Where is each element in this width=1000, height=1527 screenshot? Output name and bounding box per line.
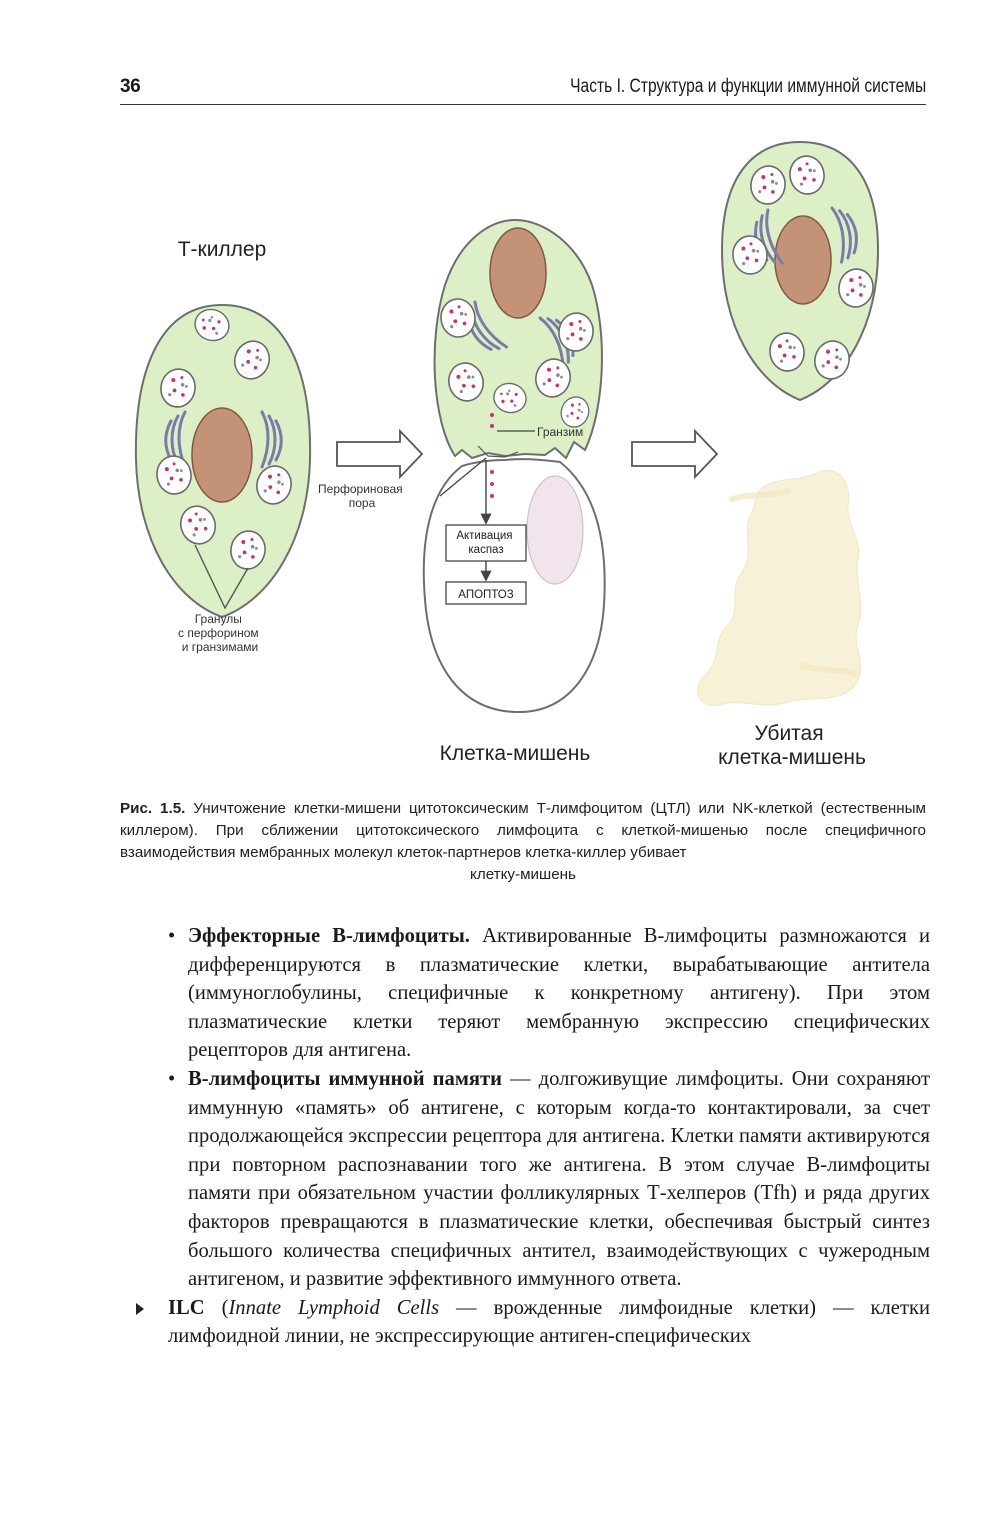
label-pore: Перфориновая пора bbox=[318, 482, 406, 510]
running-head: 36 Часть I. Структура и функции иммунной… bbox=[120, 74, 926, 105]
triangle-bullet-icon bbox=[136, 1302, 144, 1315]
killer-cell bbox=[134, 303, 312, 619]
label-killer: Т-киллер bbox=[178, 238, 267, 261]
figure-caption: Рис. 1.5. Уничтожение клетки-мишени цито… bbox=[120, 798, 926, 886]
caption-last-line: клетку-мишень bbox=[470, 866, 576, 883]
label-granules: Гранулы с перфорином и гранзимами bbox=[178, 612, 262, 654]
bullet-dot-icon: • bbox=[168, 1067, 176, 1090]
paragraph-memory: — долгоживущие лимфоциты. Они сохраняют … bbox=[188, 1067, 931, 1291]
granzyme-particles bbox=[490, 413, 494, 498]
arrow-right-1 bbox=[336, 428, 424, 480]
caption-text: Уничтожение клетки-мишени цитотоксически… bbox=[120, 800, 926, 861]
paragraph-effector: Активированные B-лимфоциты размножаются … bbox=[188, 925, 930, 1062]
figure-illustration: Гранулы с перфорином и гранзимами Т-килл… bbox=[134, 140, 880, 769]
list-item: • B-лимфоциты иммунной памяти — долгожив… bbox=[150, 1065, 930, 1294]
detached-nucleus bbox=[774, 215, 832, 305]
arrow-right-2 bbox=[631, 428, 719, 480]
target-nucleus bbox=[526, 475, 584, 585]
label-target: Клетка-мишень bbox=[440, 742, 591, 765]
list-item: ILC (Innate Lymphoid Cells — врожденные … bbox=[130, 1294, 930, 1351]
pore-pointer bbox=[439, 457, 487, 497]
body-text: • Эффекторные B-лимфоциты. Активированны… bbox=[136, 922, 930, 1351]
paren-open: ( bbox=[204, 1296, 229, 1319]
caption-label: Рис. 1.5. bbox=[120, 800, 186, 817]
label-apoptosis: АПОПТОЗ bbox=[458, 589, 513, 601]
label-granzyme: Гранзим bbox=[537, 425, 583, 439]
box-apoptosis bbox=[445, 581, 527, 605]
detached-killer-cell bbox=[720, 140, 880, 402]
granules-pointer-lines bbox=[194, 544, 249, 610]
term-ilc: ILC bbox=[168, 1296, 205, 1319]
killed-cell-debris bbox=[697, 470, 862, 707]
list-item: • Эффекторные B-лимфоциты. Активированны… bbox=[150, 922, 930, 1065]
attacking-killer-cell bbox=[433, 218, 603, 460]
killer-nucleus bbox=[191, 407, 253, 503]
term-effector: Эффекторные B-лимфоциты. bbox=[188, 925, 470, 947]
paragraph-ilc: — врожденные лимфоидные клетки) — клетки… bbox=[168, 1296, 930, 1348]
bullet-dot-icon: • bbox=[168, 925, 176, 947]
figure-cell-killing: Гранулы с перфорином и гранзимами Т-килл… bbox=[0, 120, 1000, 800]
latin-term: Innate Lymphoid Cells bbox=[228, 1296, 440, 1319]
chapter-title: Часть I. Структура и функции иммунной си… bbox=[569, 76, 926, 97]
page-number: 36 bbox=[120, 76, 141, 97]
term-memory: B-лимфоциты иммунной памяти bbox=[188, 1067, 502, 1090]
label-killed: Убитая клетка-мишень bbox=[718, 722, 866, 769]
label-activation: Активация каспаз bbox=[456, 530, 515, 556]
attacking-nucleus bbox=[489, 227, 547, 319]
